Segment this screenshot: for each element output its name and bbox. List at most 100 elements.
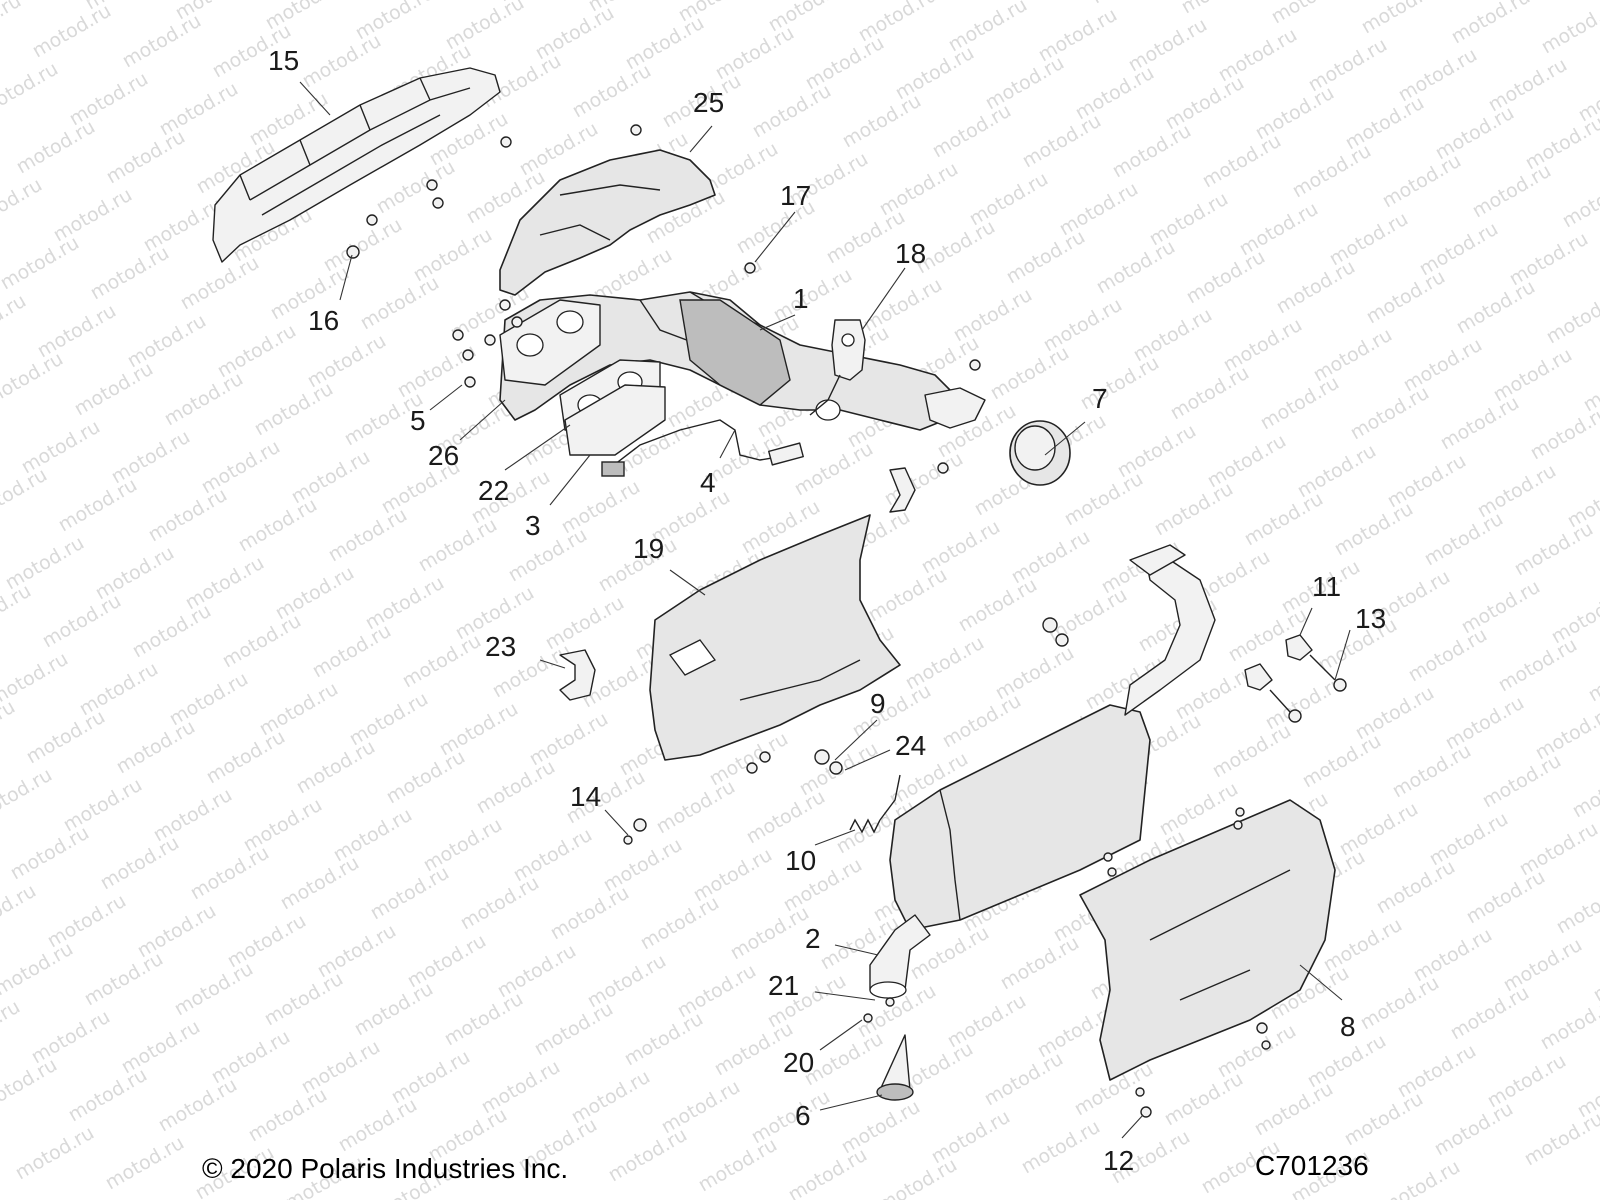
watermark-text: motod.ru xyxy=(785,1144,871,1200)
watermark-text: motod.ru xyxy=(1257,372,1343,435)
watermark-text: motod.ru xyxy=(87,242,173,305)
watermark-text: motod.ru xyxy=(547,882,633,945)
watermark-text: motod.ru xyxy=(1373,856,1459,919)
watermark-text: motod.ru xyxy=(1299,730,1385,793)
watermark-text: motod.ru xyxy=(1341,1088,1427,1151)
watermark-text: motod.ru xyxy=(1151,478,1237,541)
watermark-text: motod.ru xyxy=(1331,498,1417,561)
watermark-text: motod.ru xyxy=(1093,236,1179,299)
callout-21: 21 xyxy=(768,970,799,1001)
part-8-heat-shield xyxy=(1079,799,1336,1081)
watermark-text: motod.ru xyxy=(23,706,109,769)
watermark-text: motod.ru xyxy=(0,348,67,411)
watermark-text: motod.ru xyxy=(1251,1078,1337,1141)
watermark-text: motod.ru xyxy=(309,620,395,683)
watermark-text: motod.ru xyxy=(743,786,829,849)
watermark-text: motod.ru xyxy=(987,342,1073,405)
watermark-text: motod.ru xyxy=(277,852,363,915)
watermark-text: motod.ru xyxy=(0,232,83,295)
callout-26: 26 xyxy=(428,440,459,471)
watermark-text: motod.ru xyxy=(1447,982,1533,1045)
watermark-text: motod.ru xyxy=(103,126,189,189)
watermark-text: motod.ru xyxy=(113,716,199,779)
watermark-text: motod.ru xyxy=(12,1122,98,1185)
watermark-text: motod.ru xyxy=(1077,352,1163,415)
watermark-text: motod.ru xyxy=(97,832,183,895)
callout-14: 14 xyxy=(570,781,601,812)
watermark-text: motod.ru xyxy=(299,30,385,93)
watermark-text: motod.ru xyxy=(1019,110,1105,173)
watermark-text: motod.ru xyxy=(1178,0,1264,18)
callout-17: 17 xyxy=(780,180,811,211)
watermark-text: motod.ru xyxy=(1347,382,1433,445)
watermark-text: motod.ru xyxy=(473,756,559,819)
watermark-text: motod.ru xyxy=(1379,150,1465,213)
watermark-text: motod.ru xyxy=(637,892,723,955)
watermark-text: motod.ru xyxy=(997,932,1083,995)
watermark-text: motod.ru xyxy=(325,504,411,567)
watermark-text: motod.ru xyxy=(245,1084,331,1147)
part-25-manifold-shield xyxy=(499,149,716,296)
watermark-text: motod.ru xyxy=(1183,246,1269,309)
watermark-text: motod.ru xyxy=(1553,876,1600,939)
copyright-text: © 2020 Polaris Industries Inc. xyxy=(202,1153,568,1184)
watermark-text: motod.ru xyxy=(415,514,501,577)
watermark-text: motod.ru xyxy=(1357,972,1443,1035)
watermark-text: motod.ru xyxy=(0,1054,61,1117)
watermark-text: motod.ru xyxy=(1273,256,1359,319)
watermark-text: motod.ru xyxy=(1596,238,1600,301)
watermark-text: motod.ru xyxy=(0,880,40,943)
watermark-text: motod.ru xyxy=(955,574,1041,637)
part-4-oxygen-sensor xyxy=(601,419,804,477)
callout-19: 19 xyxy=(633,533,664,564)
watermark-text: motod.ru xyxy=(1537,992,1600,1055)
watermark-text: motod.ru xyxy=(1241,488,1327,551)
watermark-text: motod.ru xyxy=(155,1074,241,1137)
part-13-bolt xyxy=(1269,654,1347,723)
watermark-text: motod.ru xyxy=(457,872,543,935)
watermark-text: motod.ru xyxy=(29,0,115,62)
watermark-text: motod.ru xyxy=(875,1154,961,1200)
watermark-text: motod.ru xyxy=(727,902,813,965)
watermark-text: motod.ru xyxy=(0,996,24,1059)
callout-2: 2 xyxy=(805,923,821,954)
watermark-text: motod.ru xyxy=(251,378,337,441)
watermark-text: motod.ru xyxy=(1421,508,1507,571)
watermark-text: motod.ru xyxy=(1590,944,1600,1007)
watermark-text: motod.ru xyxy=(1437,392,1523,455)
watermark-text: motod.ru xyxy=(1495,634,1581,697)
leader-lines xyxy=(299,81,1351,1139)
callout-16: 16 xyxy=(308,305,339,336)
watermark-text: motod.ru xyxy=(1363,266,1449,329)
watermark-text: motod.ru xyxy=(1532,702,1600,765)
callout-7: 7 xyxy=(1092,383,1108,414)
watermark-text: motod.ru xyxy=(839,90,925,153)
watermark-text: motod.ru xyxy=(0,0,25,52)
watermark-text: motod.ru xyxy=(219,610,305,673)
watermark-text: motod.ru xyxy=(1161,1068,1247,1131)
watermark-text: motod.ru xyxy=(1527,402,1600,465)
part-23-clip xyxy=(559,649,596,701)
watermark-text: motod.ru xyxy=(1559,170,1600,233)
watermark-text: motod.ru xyxy=(177,252,263,315)
watermark-text: motod.ru xyxy=(0,938,77,1001)
watermark-text: motod.ru xyxy=(39,590,125,653)
part-26-flange xyxy=(499,299,601,386)
watermark-text: motod.ru xyxy=(0,174,46,237)
watermark-text: motod.ru xyxy=(1431,1098,1517,1161)
watermark-text: motod.ru xyxy=(0,464,51,527)
watermark-text: motod.ru xyxy=(441,988,527,1051)
watermark-text: motod.ru xyxy=(1511,518,1597,581)
watermark-text: motod.ru xyxy=(1109,120,1195,183)
watermark-text: motod.ru xyxy=(749,80,835,143)
callout-24: 24 xyxy=(895,730,926,761)
watermark-text: motod.ru xyxy=(0,58,62,121)
part-11-spring xyxy=(1244,634,1313,691)
watermark-text: motod.ru xyxy=(0,696,19,759)
watermark-text: motod.ru xyxy=(65,1064,151,1127)
watermark-text: motod.ru xyxy=(0,764,56,827)
callout-13: 13 xyxy=(1355,603,1386,634)
watermark-text: motod.ru xyxy=(1521,1108,1600,1171)
part-18-bracket xyxy=(809,319,866,416)
callout-5: 5 xyxy=(410,405,426,436)
